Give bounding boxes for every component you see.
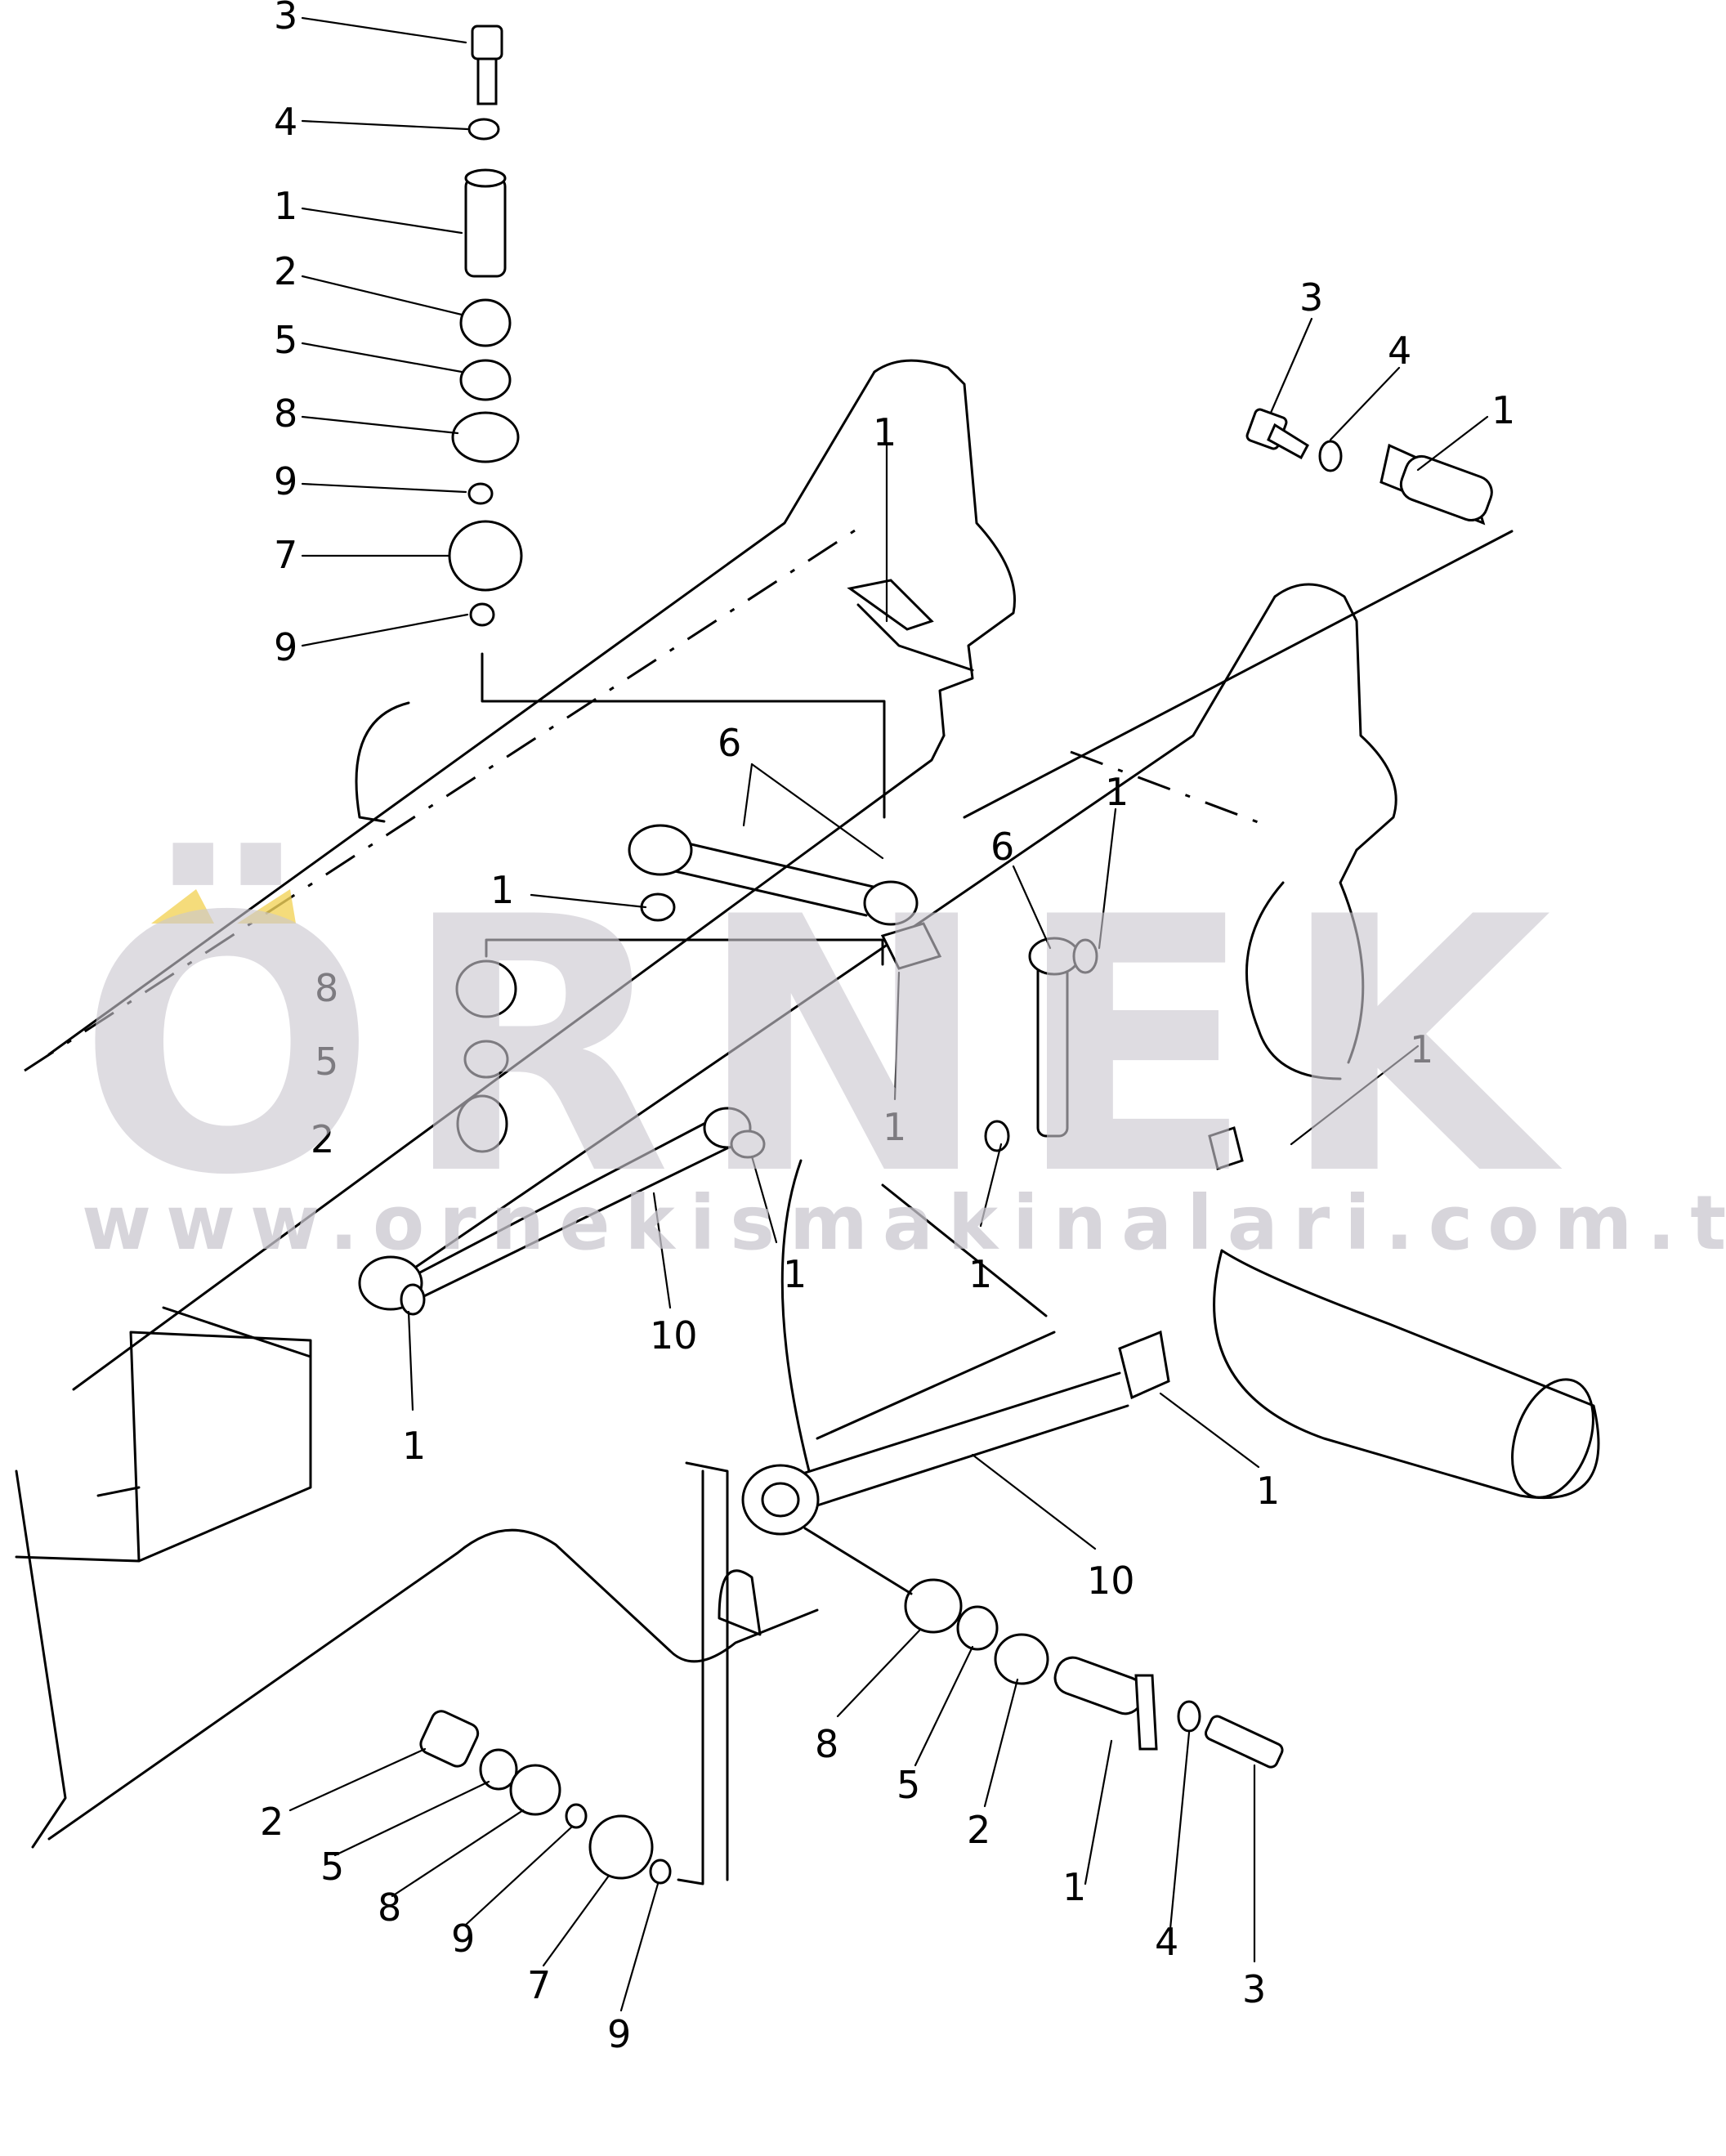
callout-5: 5 (315, 1040, 338, 1084)
callout-9: 9 (274, 625, 297, 669)
top-exploded-stack (448, 25, 886, 819)
callout-1: 1 (1256, 1469, 1280, 1513)
callout-8: 8 (815, 1722, 838, 1766)
callout-3: 3 (1242, 1967, 1266, 2011)
bottom-left-exploded-stack (419, 1469, 704, 1885)
callout-8: 8 (315, 966, 338, 1010)
callout-8: 8 (378, 1885, 401, 1930)
callout-9: 9 (274, 459, 297, 503)
callout-10: 10 (650, 1313, 698, 1358)
callout-2: 2 (274, 249, 297, 293)
callout-1: 1 (1062, 1865, 1086, 1909)
frame-pins (400, 579, 1244, 1316)
callout-2: 2 (260, 1800, 284, 1844)
callout-5: 5 (897, 1763, 920, 1807)
watermark-accent-right (237, 889, 296, 924)
callout-9: 9 (451, 1917, 475, 1961)
callout-1: 1 (1410, 1027, 1433, 1071)
watermark: ÖRNEK www.ornekismakinalari.com.tr (78, 839, 1726, 1267)
callout-1: 1 (873, 410, 897, 454)
callout-4: 4 (1155, 1920, 1178, 1964)
callout-1: 1 (968, 1252, 992, 1296)
callout-8: 8 (274, 391, 297, 436)
mid-exploded-stack (455, 938, 884, 1153)
callout-9: 9 (607, 2012, 631, 2056)
callout-6: 6 (990, 825, 1014, 869)
callout-3: 3 (1299, 275, 1323, 320)
callout-1: 1 (1105, 770, 1129, 814)
callout-labels: 3 4 1 2 5 8 9 7 9 3 4 1 1 6 1 6 1 1 8 5 … (260, 0, 1515, 2056)
callout-5: 5 (320, 1845, 344, 1889)
bottom-right-exploded-stack (803, 1527, 1284, 1769)
top-right-exploded-pin (963, 408, 1514, 819)
watermark-accent-left (151, 889, 214, 924)
leader-lines (288, 16, 1489, 2012)
callout-7: 7 (527, 1963, 551, 2007)
watermark-brand: ÖRNEK (78, 839, 1576, 1252)
frame-structure (15, 359, 1600, 1881)
callout-1: 1 (883, 1105, 906, 1149)
callout-1: 1 (783, 1252, 807, 1296)
callout-1: 1 (402, 1424, 426, 1468)
callout-2: 2 (967, 1808, 990, 1852)
callout-1: 1 (274, 184, 297, 228)
callout-1: 1 (1491, 388, 1515, 432)
callout-4: 4 (274, 100, 297, 144)
callout-10: 10 (1087, 1559, 1135, 1603)
callout-6: 6 (718, 721, 741, 765)
callout-7: 7 (274, 533, 297, 577)
callout-4: 4 (1388, 329, 1411, 373)
callout-1: 1 (490, 868, 514, 912)
watermark-url: www.ornekismakinalari.com.tr (82, 1179, 1726, 1267)
callout-2: 2 (311, 1117, 334, 1161)
callout-5: 5 (274, 318, 297, 362)
callout-3: 3 (274, 0, 297, 38)
